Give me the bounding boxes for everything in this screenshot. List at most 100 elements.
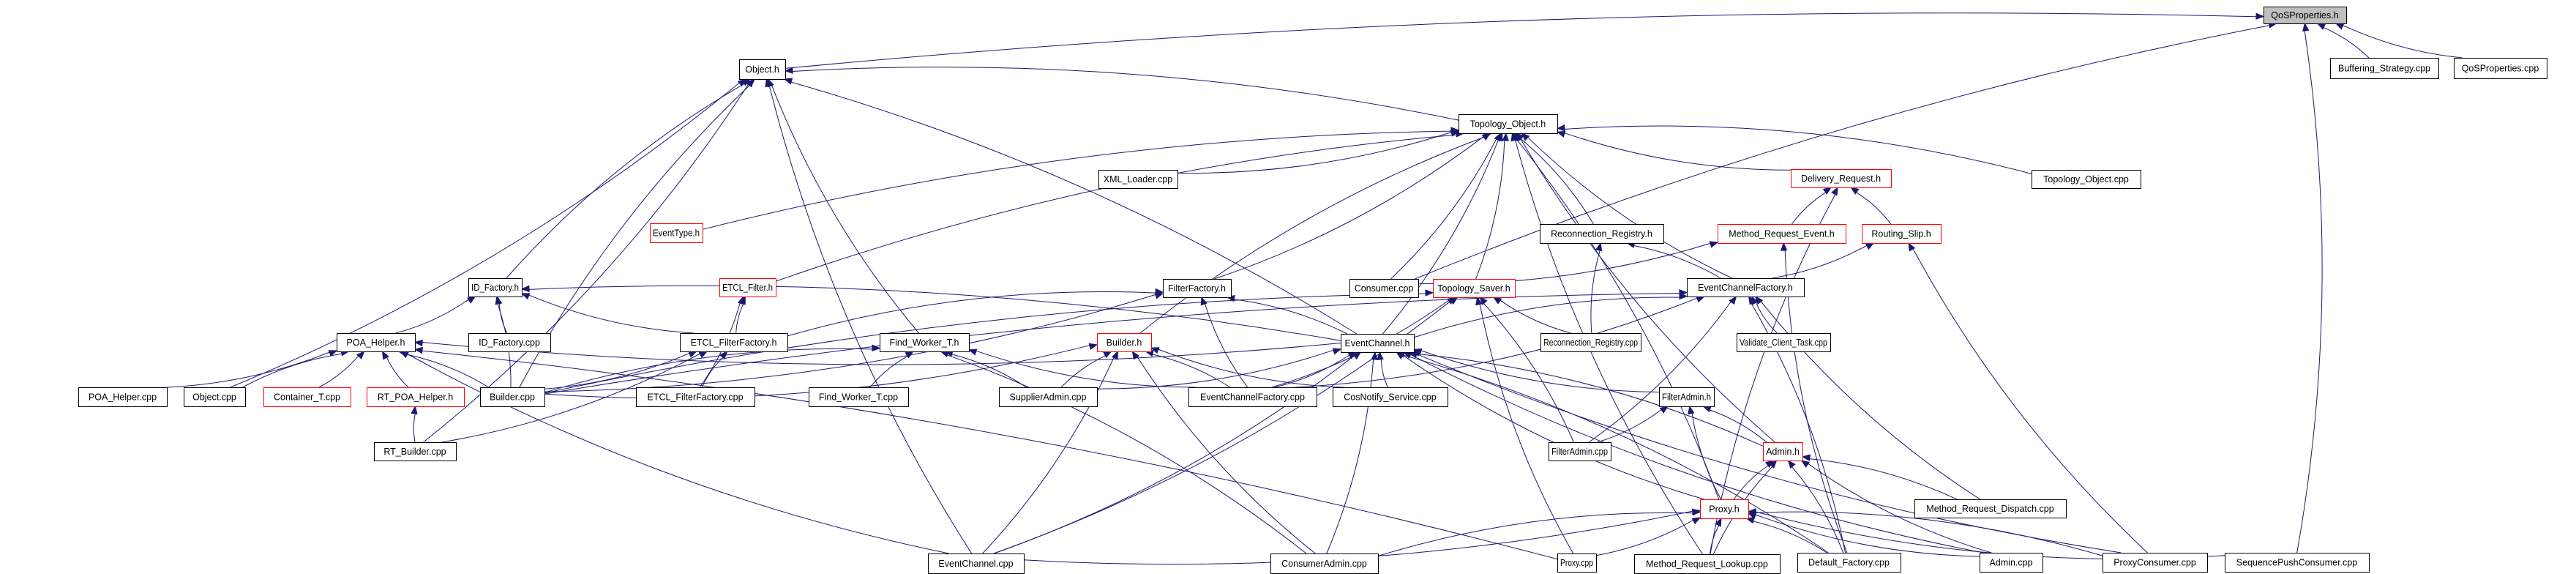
- node-label: RT_Builder.cpp: [383, 447, 446, 457]
- edge-eventchannel_h-to-object_h: [790, 81, 1358, 335]
- node-delivery-h[interactable]: Delivery_Request.h: [1791, 169, 1892, 188]
- node-topobj-h[interactable]: Topology_Object.h: [1459, 114, 1558, 134]
- node-idfactory-h[interactable]: ID_Factory.h: [468, 278, 523, 297]
- node-object-h[interactable]: Object.h: [739, 59, 786, 80]
- arrowhead-icon: [1850, 187, 1860, 195]
- edge-object_cpp-to-object_h: [230, 82, 740, 388]
- node-box: [1862, 224, 1942, 244]
- node-label: QoSProperties.cpp: [2462, 64, 2539, 74]
- arrowhead-icon: [1865, 242, 1875, 250]
- arrowhead-icon: [466, 296, 476, 304]
- node-topobj-cpp[interactable]: Topology_Object.cpp: [2032, 170, 2141, 189]
- node-label: ETCL_FilterFactory.cpp: [647, 392, 743, 403]
- node-label: Topology_Saver.h: [1437, 283, 1510, 294]
- node-label: EventChannelFactory.h: [1698, 283, 1793, 293]
- edge-xml_loader_cpp-to-topobj_h: [1177, 132, 1452, 174]
- node-findworker-h[interactable]: Find_Worker_T.h: [880, 333, 970, 352]
- node-filteradmin-cpp[interactable]: FilterAdmin.cpp: [1549, 442, 1611, 461]
- node-admin-h[interactable]: Admin.h: [1763, 442, 1803, 461]
- node-rtpoa-h[interactable]: RT_POA_Helper.h: [367, 387, 465, 407]
- arrowhead-icon: [1150, 347, 1160, 354]
- arrowhead-icon: [1377, 351, 1384, 360]
- node-etclff-h[interactable]: ETCL_FilterFactory.h: [680, 333, 788, 352]
- node-container-cpp[interactable]: Container_T.cpp: [263, 387, 351, 407]
- arrowhead-icon: [1556, 124, 1565, 132]
- edge-filteradmin_cpp-to-toposaver_h: [1483, 303, 1574, 443]
- node-toposaver-h[interactable]: Topology_Saver.h: [1433, 279, 1516, 298]
- node-box: [1914, 499, 2067, 518]
- edge-admin_h-to-filteradmin_h: [1709, 409, 1767, 443]
- node-label: Routing_Slip.h: [1871, 229, 1931, 239]
- node-defaultfactory-cpp[interactable]: Default_Factory.cpp: [1797, 553, 1901, 573]
- node-mrd-cpp[interactable]: Method_Request_Dispatch.cpp: [1914, 499, 2067, 518]
- node-eventchannel-cpp[interactable]: EventChannel.cpp: [928, 554, 1025, 574]
- edge-rtbuilder_cpp-to-object_h: [423, 84, 749, 443]
- node-rtbuilder-cpp[interactable]: RT_Builder.cpp: [374, 442, 457, 461]
- node-idfactory-cpp[interactable]: ID_Factory.cpp: [468, 333, 551, 352]
- node-etclfilter-h[interactable]: ETCL_Filter.h: [719, 278, 776, 297]
- node-ecfactory-h[interactable]: EventChannelFactory.h: [1687, 278, 1805, 297]
- node-validate-cpp[interactable]: Validate_Client_Task.cpp: [1737, 333, 1831, 352]
- node-builder-h[interactable]: Builder.h: [1097, 333, 1152, 352]
- edge-topobj_h-to-object_h: [792, 67, 1459, 121]
- node-mrl-cpp[interactable]: Method_Request_Lookup.cpp: [1634, 554, 1781, 574]
- node-etclff-cpp[interactable]: ETCL_FilterFactory.cpp: [636, 387, 755, 407]
- arrowhead-icon: [411, 405, 418, 415]
- node-label: Reconnection_Registry.h: [1551, 229, 1652, 239]
- edge-eventchannel_cpp-to-eventchannel_h: [993, 355, 1355, 554]
- node-poahelper-cpp[interactable]: POA_Helper.cpp: [78, 387, 168, 407]
- node-eventchannel-h[interactable]: EventChannel.h: [1341, 334, 1415, 353]
- node-proxyconsumer-cpp[interactable]: ProxyConsumer.cpp: [2103, 553, 2208, 573]
- node-consumer-cpp[interactable]: Consumer.cpp: [1349, 279, 1419, 298]
- arrowhead-icon: [1800, 460, 1811, 468]
- edge-builder_cpp-to-poahelper_h: [405, 354, 489, 388]
- arrowhead-icon: [520, 293, 531, 300]
- arrowhead-icon: [2302, 22, 2310, 32]
- arrowhead-icon: [872, 344, 881, 352]
- arrowhead-icon: [746, 78, 754, 88]
- node-mre-h[interactable]: Method_Request_Event.h: [1718, 224, 1846, 244]
- edge-ecfactory_cpp-to-eventchannel_h: [1274, 354, 1350, 388]
- node-box: [367, 387, 465, 407]
- arrowhead-icon: [1709, 241, 1719, 248]
- edge-container_cpp-to-poahelper_h: [318, 355, 359, 388]
- node-label: ID_Factory.cpp: [479, 338, 540, 348]
- node-cosnotify-cpp[interactable]: CosNotify_Service.cpp: [1333, 387, 1448, 407]
- node-admin-cpp[interactable]: Admin.cpp: [1980, 553, 2043, 573]
- arrowhead-icon: [1492, 297, 1502, 305]
- node-qosprop-h[interactable]: QoSProperties.h: [2264, 7, 2347, 24]
- node-poahelper-h[interactable]: POA_Helper.h: [337, 333, 416, 352]
- edge-builder_h-to-topobj_h: [1139, 136, 1486, 334]
- node-eventtype-h[interactable]: EventType.h: [650, 223, 703, 243]
- edge-builder_cpp-to-etclff_h: [544, 352, 690, 390]
- arrowhead-icon: [1754, 295, 1764, 305]
- node-buffering-cpp[interactable]: Buffering_Strategy.cpp: [2330, 58, 2439, 79]
- node-qosprop-cpp[interactable]: QoSProperties.cpp: [2454, 58, 2547, 79]
- arrowhead-icon: [1200, 296, 1208, 306]
- node-box: [2225, 553, 2370, 573]
- node-reconn-cpp[interactable]: Reconnection_Registry.cpp: [1540, 333, 1641, 352]
- node-consumeradmin-cpp[interactable]: ConsumerAdmin.cpp: [1270, 554, 1379, 574]
- edge-eventchannel_cpp-to-builder_h: [982, 357, 1115, 554]
- node-filteradmin-h[interactable]: FilterAdmin.h: [1659, 387, 1715, 407]
- node-box: [2330, 58, 2439, 79]
- node-routing-h[interactable]: Routing_Slip.h: [1862, 224, 1942, 244]
- node-spc-cpp[interactable]: SequencePushConsumer.cpp: [2225, 553, 2370, 573]
- node-reconn-h[interactable]: Reconnection_Registry.h: [1540, 224, 1664, 244]
- node-builder-cpp[interactable]: Builder.cpp: [480, 387, 545, 407]
- node-label: Topology_Object.h: [1470, 119, 1546, 130]
- node-object-cpp[interactable]: Object.cpp: [184, 387, 246, 407]
- node-proxy-cpp[interactable]: Proxy.cpp: [1557, 554, 1597, 573]
- node-filterfactory-h[interactable]: FilterFactory.h: [1163, 279, 1232, 298]
- edge-reconn_h-to-topobj_h: [1520, 138, 1594, 225]
- node-box: [1163, 279, 1232, 298]
- edge-ecfactory_cpp-to-builder_h: [1152, 354, 1231, 388]
- node-label: FilterFactory.h: [1168, 283, 1226, 294]
- node-xml-loader-cpp[interactable]: XML_Loader.cpp: [1098, 170, 1178, 189]
- node-supplieradmin-cpp[interactable]: SupplierAdmin.cpp: [999, 387, 1098, 407]
- node-ecfactory-cpp[interactable]: EventChannelFactory.cpp: [1188, 387, 1317, 407]
- arrowhead-icon: [328, 350, 338, 357]
- node-findworker-cpp[interactable]: Find_Worker_T.cpp: [809, 387, 909, 407]
- node-proxy-h[interactable]: Proxy.h: [1700, 499, 1749, 519]
- node-label: ProxyConsumer.cpp: [2113, 558, 2196, 568]
